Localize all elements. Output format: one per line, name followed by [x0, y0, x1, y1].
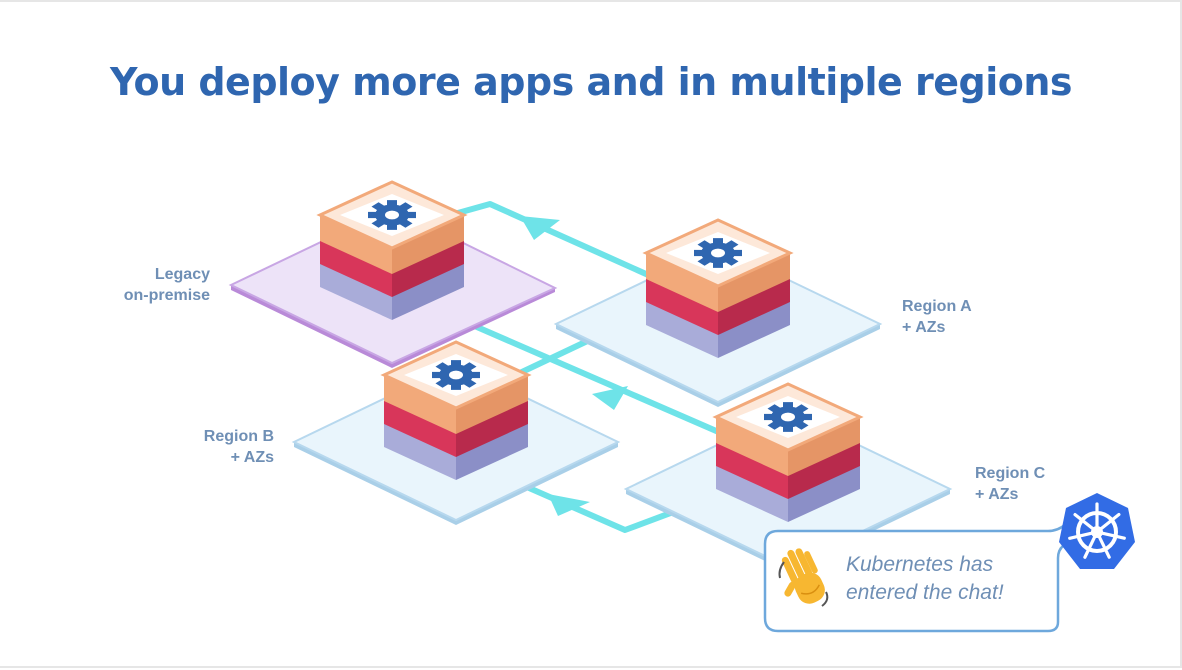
label-region-a-line2: + AZs: [902, 319, 946, 336]
connector-arrows: [520, 216, 628, 516]
gear-icon: [694, 238, 742, 268]
arrow-from-region-c: [592, 386, 628, 410]
label-region-b-line1: Region B: [203, 428, 274, 445]
region-c-app-stack: [712, 382, 864, 522]
gear-icon: [432, 360, 480, 390]
arrow-to-region-c: [548, 494, 590, 516]
arrow-to-region-a: [520, 216, 560, 240]
label-region-c: Region C + AZs: [975, 463, 1095, 505]
region-b-app-stack: [380, 340, 532, 480]
waving-hand-icon: [778, 548, 829, 607]
label-region-a: Region A + AZs: [902, 296, 1022, 338]
label-region-c-line1: Region C: [975, 465, 1046, 482]
chat-bubble-line1: Kubernetes has: [846, 553, 994, 576]
label-region-a-line1: Region A: [902, 298, 972, 315]
region-a-app-stack: [642, 218, 794, 358]
legacy-app-stack: [316, 180, 468, 320]
label-region-b: Region B + AZs: [150, 426, 274, 468]
label-region-b-line2: + AZs: [230, 449, 274, 466]
slide-title: You deploy more apps and in multiple reg…: [109, 60, 1073, 104]
label-region-c-line2: + AZs: [975, 486, 1019, 503]
gear-icon: [368, 200, 416, 230]
label-legacy-line1: Legacy: [154, 266, 210, 283]
chat-bubble-line2: entered the chat!: [846, 581, 1004, 604]
gear-icon: [764, 402, 812, 432]
connector-legacy-to-region-c: [468, 321, 762, 453]
kubernetes-helm-icon: [1059, 493, 1135, 569]
chat-bubble-text: Kubernetes has entered the chat!: [846, 551, 1004, 607]
label-legacy-on-premise: Legacy on-premise: [80, 264, 210, 306]
label-legacy-line2: on-premise: [123, 287, 210, 304]
